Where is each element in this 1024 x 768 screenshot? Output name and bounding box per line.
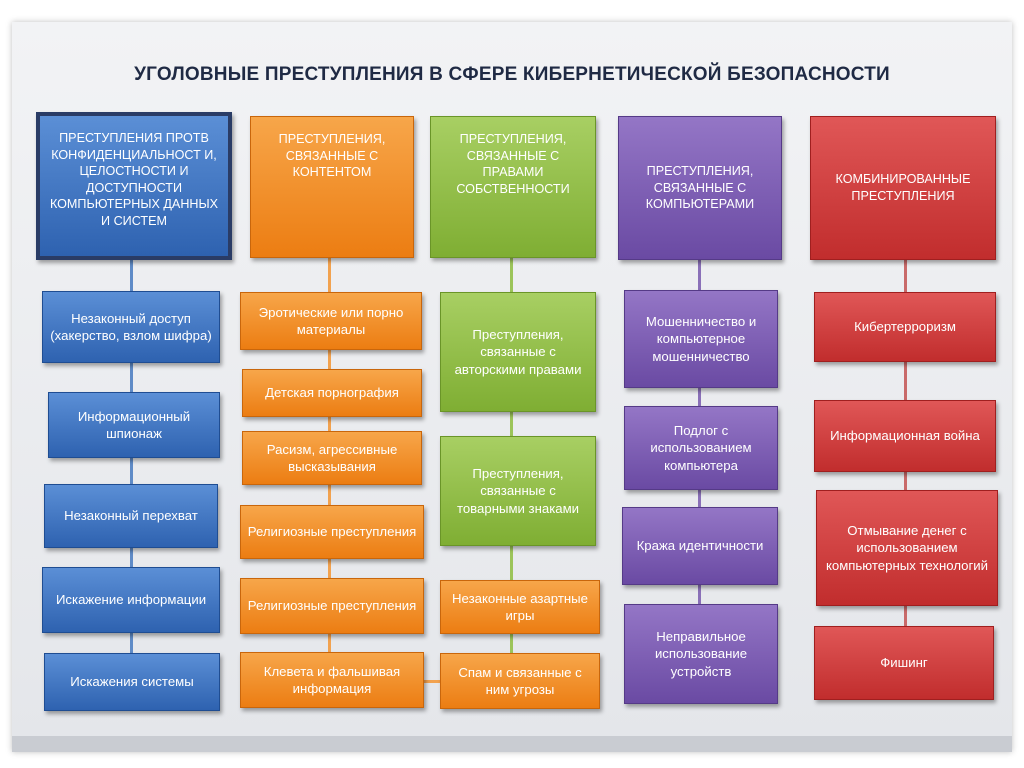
item-religious-crimes-2: Религиозные преступления: [240, 578, 424, 634]
item-device-misuse: Неправильное использование устройств: [624, 604, 778, 704]
item-illegal-interception: Незаконный перехват: [44, 484, 218, 548]
item-racism: Расизм, агрессивные высказывания: [242, 431, 422, 485]
item-money-laundering: Отмывание денег с использованием компьют…: [816, 490, 998, 606]
item-spam: Спам и связанные с ним угрозы: [440, 653, 600, 709]
item-data-distortion: Искажение информации: [42, 567, 220, 633]
header-computers: ПРЕСТУПЛЕНИЯ, СВЯЗАННЫЕ С КОМПЬЮТЕРАМИ: [618, 116, 782, 260]
item-fraud: Мошенничество и компьютерное мошенничест…: [624, 290, 778, 388]
item-trademarks: Преступления, связанные с товарными знак…: [440, 436, 596, 546]
item-copyright: Преступления, связанные с авторскими пра…: [440, 292, 596, 412]
item-phishing: Фишинг: [814, 626, 994, 700]
item-child-pornography: Детская порнография: [242, 369, 422, 417]
item-illegal-access: Незаконный доступ (хакерство, взлом шифр…: [42, 291, 220, 363]
connector-content-property: [418, 680, 442, 683]
item-computer-forgery: Подлог с использованием компьютера: [624, 406, 778, 490]
diagram-title: УГОЛОВНЫЕ ПРЕСТУПЛЕНИЯ В СФЕРЕ КИБЕРНЕТИ…: [134, 64, 890, 85]
connector-confidentiality: [130, 258, 133, 690]
item-information-espionage: Информационный шпионаж: [48, 392, 220, 458]
item-erotic-materials: Эротические или порно материалы: [240, 292, 422, 350]
item-illegal-gambling: Незаконные азартные игры: [440, 580, 600, 634]
header-confidentiality: ПРЕСТУПЛЕНИЯ ПРОТВ КОНФИДЕНЦИАЛЬНОСТ И, …: [36, 112, 232, 260]
item-religious-crimes-1: Религиозные преступления: [240, 505, 424, 559]
item-system-distortion: Искажения системы: [44, 653, 220, 711]
item-defamation: Клевета и фальшивая информация: [240, 652, 424, 708]
item-information-war: Информационная война: [814, 400, 996, 472]
item-identity-theft: Кража идентичности: [622, 507, 778, 585]
header-property: ПРЕСТУПЛЕНИЯ, СВЯЗАННЫЕ С ПРАВАМИ СОБСТВ…: [430, 116, 596, 258]
header-content: ПРЕСТУПЛЕНИЯ, СВЯЗАННЫЕ С КОНТЕНТОМ: [250, 116, 414, 258]
slide-bottom-band: [12, 736, 1012, 752]
item-cyberterrorism: Кибертерроризм: [814, 292, 996, 362]
header-combined: КОМБИНИРОВАННЫЕ ПРЕСТУПЛЕНИЯ: [810, 116, 996, 260]
